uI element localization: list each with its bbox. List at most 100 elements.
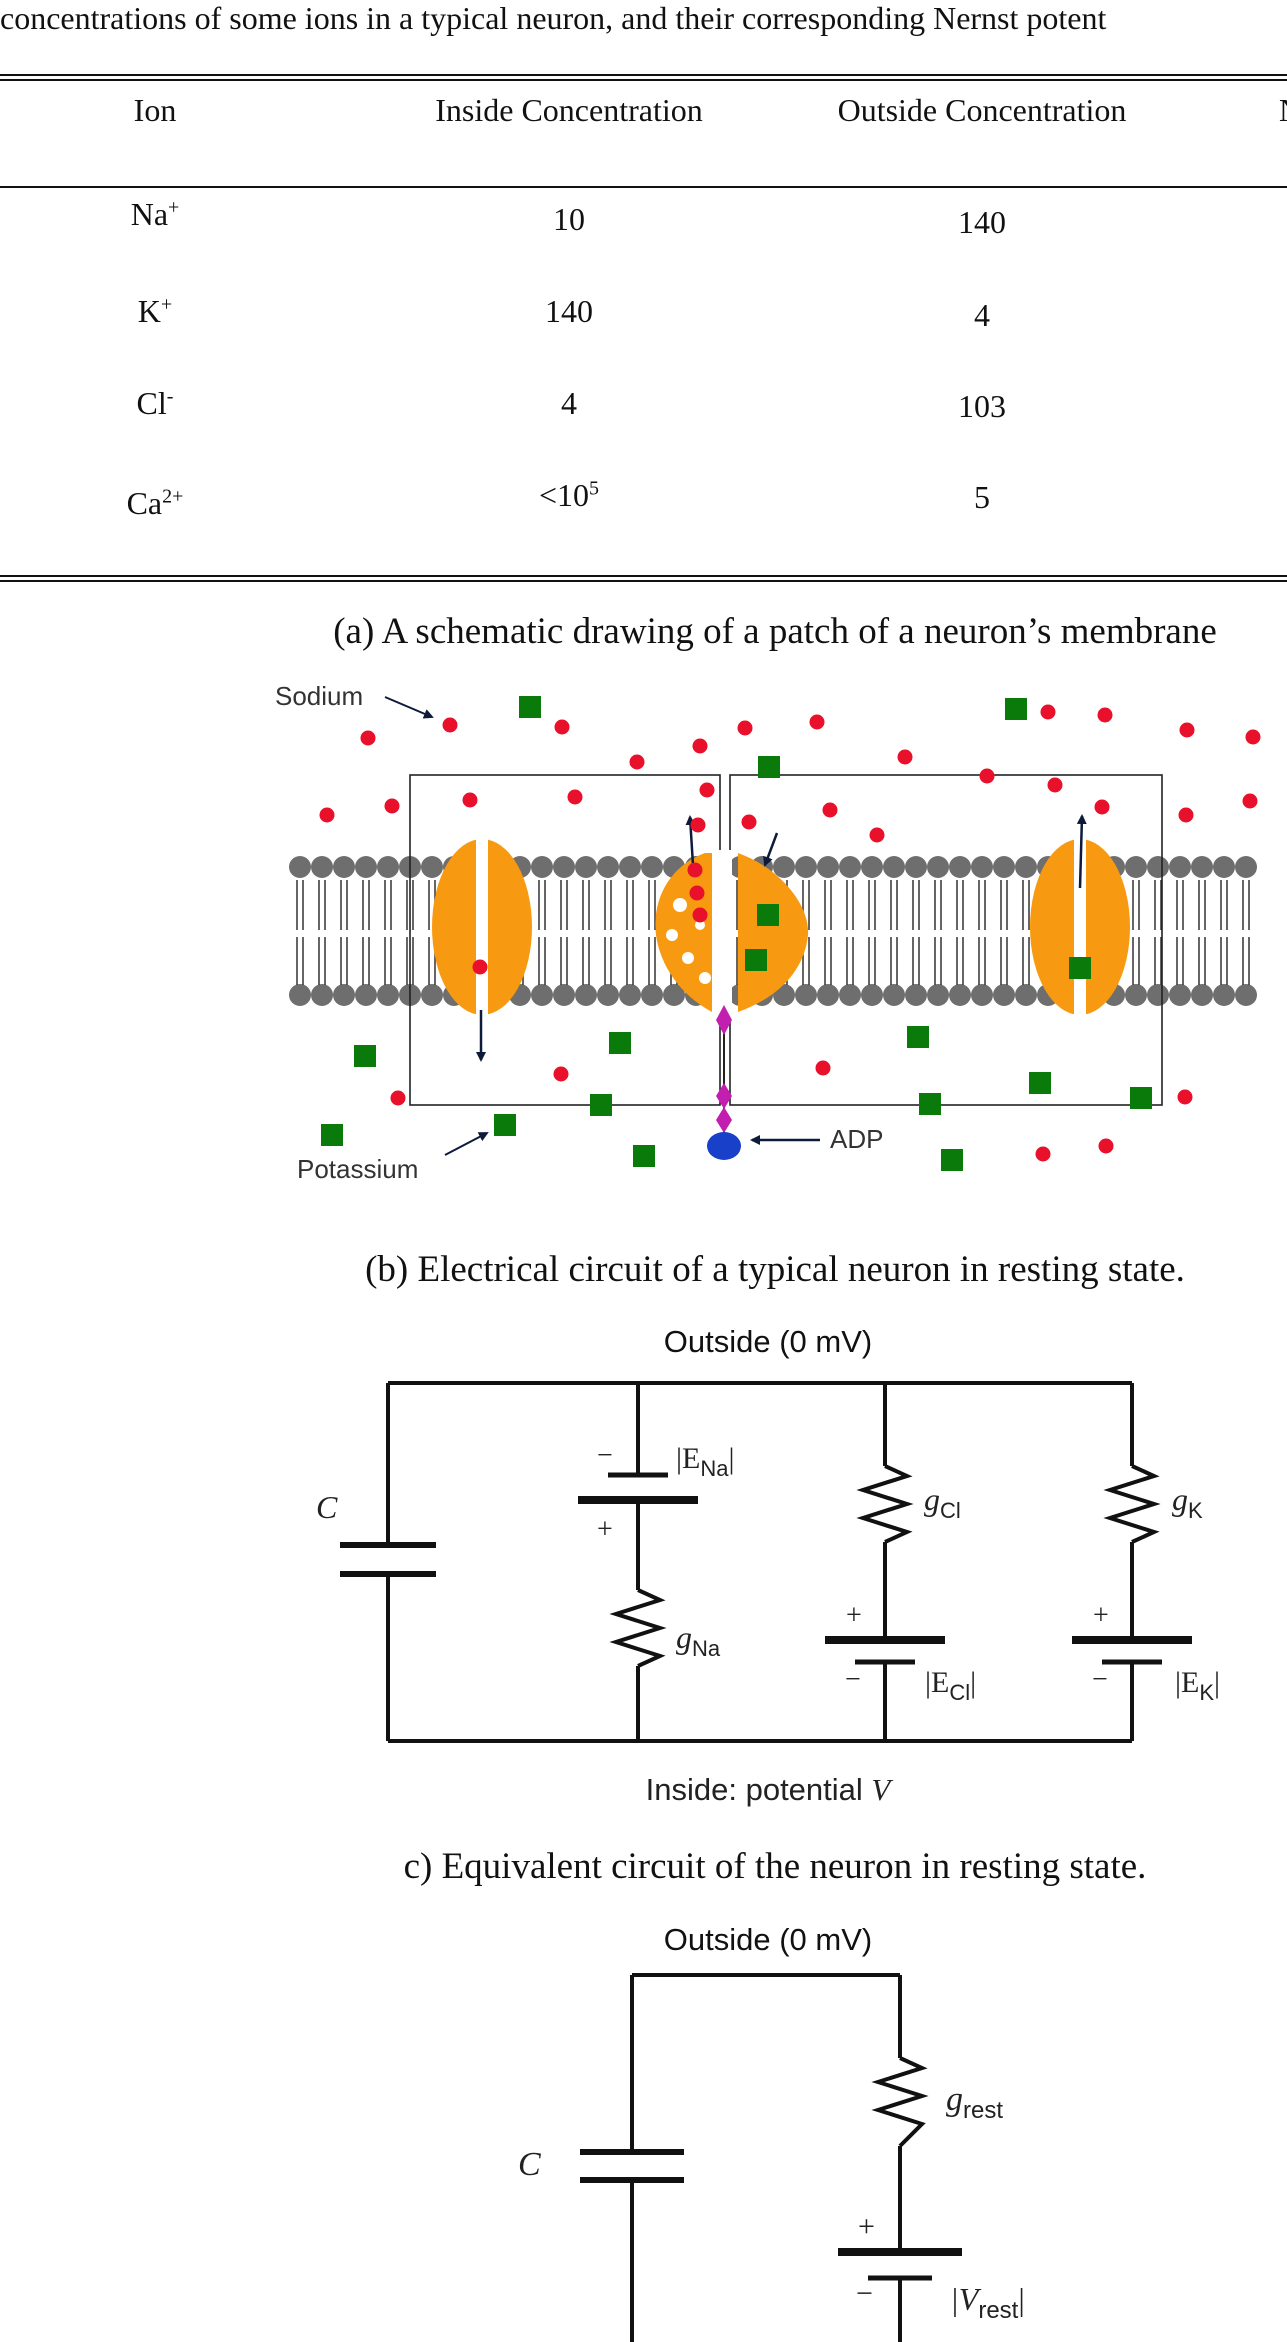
potassium-ion bbox=[609, 1032, 631, 1054]
battery-plus-sign: + bbox=[846, 1600, 862, 1631]
lipid-head bbox=[597, 856, 619, 878]
grest-label: grest bbox=[946, 2081, 1003, 2124]
header-nernst-partial: N bbox=[1279, 92, 1287, 129]
table-top-rule-double bbox=[0, 79, 1287, 81]
lipid-head bbox=[641, 984, 663, 1006]
sodium-ion bbox=[687, 862, 703, 878]
lipid-head bbox=[817, 856, 839, 878]
cell-ion: Na+ bbox=[130, 196, 180, 232]
lipid-head bbox=[553, 984, 575, 1006]
sodium-ion bbox=[629, 754, 645, 770]
lipid-head bbox=[1235, 984, 1257, 1006]
lipid-head bbox=[619, 856, 641, 878]
lipid-head bbox=[817, 984, 839, 1006]
inside-label: Inside: potential V bbox=[646, 1772, 894, 1807]
lipid-head bbox=[883, 984, 905, 1006]
figure-a-caption: (a) A schematic drawing of a patch of a … bbox=[333, 611, 1217, 652]
lipid-head bbox=[949, 984, 971, 1006]
potassium-ion bbox=[745, 949, 767, 971]
sodium-ion bbox=[869, 827, 885, 843]
sodium-ion bbox=[1040, 704, 1056, 720]
sodium-ion bbox=[1177, 1089, 1193, 1105]
lipid-head bbox=[377, 984, 399, 1006]
cell-inside: 4 bbox=[561, 385, 577, 421]
sodium-ion bbox=[1035, 1146, 1051, 1162]
lipid-head bbox=[1191, 856, 1213, 878]
lipid-head bbox=[311, 856, 333, 878]
outside-label: Outside (0 mV) bbox=[664, 1324, 872, 1359]
vrest-label: |Vrest| bbox=[950, 2281, 1025, 2324]
lipid-head bbox=[839, 856, 861, 878]
lipid-head bbox=[795, 856, 817, 878]
battery-minus-sign: − bbox=[1092, 1664, 1108, 1695]
outside-label: Outside (0 mV) bbox=[664, 1922, 872, 1957]
ek-label: |EK| bbox=[1175, 1666, 1220, 1705]
sodium-ion bbox=[567, 789, 583, 805]
sodium-ion bbox=[554, 719, 570, 735]
sodium-ion bbox=[390, 1090, 406, 1106]
capacitor bbox=[580, 1975, 684, 2342]
sodium-ion bbox=[472, 959, 488, 975]
lipid-head bbox=[597, 984, 619, 1006]
potassium-ion bbox=[1029, 1072, 1051, 1094]
potassium-ion bbox=[941, 1149, 963, 1171]
lipid-head bbox=[1169, 984, 1191, 1006]
battery-minus-sign: − bbox=[856, 2277, 873, 2310]
potassium-ion bbox=[321, 1124, 343, 1146]
table-bottom-rule-double bbox=[0, 580, 1287, 582]
lipid-head bbox=[377, 856, 399, 878]
chloride-branch bbox=[825, 1383, 945, 1741]
lipid-head bbox=[1125, 984, 1147, 1006]
battery-plus-sign: + bbox=[858, 2210, 875, 2243]
sodium-ion bbox=[1242, 793, 1258, 809]
lipid-head bbox=[949, 856, 971, 878]
sodium-label: Sodium bbox=[275, 681, 363, 711]
sodium-branch bbox=[578, 1383, 698, 1741]
sodium-ion bbox=[690, 817, 706, 833]
adp-molecule bbox=[707, 1132, 741, 1160]
lipid-head bbox=[1015, 856, 1037, 878]
lipid-head bbox=[355, 856, 377, 878]
cell-outside: 103 bbox=[958, 388, 1006, 424]
potassium-ion bbox=[757, 904, 779, 926]
capacitor bbox=[340, 1383, 436, 1741]
lipid-head bbox=[1169, 856, 1191, 878]
battery-plus-sign: + bbox=[1093, 1600, 1109, 1631]
potassium-ion bbox=[758, 756, 780, 778]
header-ion: Ion bbox=[133, 92, 177, 128]
battery-plus-sign: + bbox=[597, 1514, 613, 1545]
cell-outside: 140 bbox=[958, 204, 1006, 240]
lipid-head bbox=[993, 984, 1015, 1006]
ena-label: |ENa| bbox=[676, 1442, 734, 1481]
sodium-ion bbox=[319, 807, 335, 823]
cell-inside: <105 bbox=[538, 477, 600, 513]
gcl-label: gCl bbox=[924, 1481, 961, 1523]
sodium-ion bbox=[692, 738, 708, 754]
lipid-head bbox=[311, 984, 333, 1006]
capacitor-label: C bbox=[316, 1489, 338, 1525]
potassium-ion bbox=[519, 696, 541, 718]
sodium-label-arrow bbox=[384, 696, 434, 719]
table-header-rule bbox=[0, 186, 1287, 188]
sodium-ion bbox=[1245, 729, 1261, 745]
lipid-head bbox=[333, 856, 355, 878]
phosphate-marker bbox=[716, 1005, 732, 1035]
sodium-ion bbox=[442, 717, 458, 733]
lipid-head bbox=[421, 984, 443, 1006]
potassium-branch bbox=[1072, 1383, 1192, 1741]
cell-outside: 5 bbox=[974, 479, 990, 515]
sodium-ion bbox=[1097, 707, 1113, 723]
ecl-label: |ECl| bbox=[925, 1666, 976, 1705]
potassium-ion bbox=[590, 1094, 612, 1116]
flux-arrow bbox=[763, 832, 779, 867]
lipid-head bbox=[993, 856, 1015, 878]
lipid-head bbox=[1235, 856, 1257, 878]
lipid-head bbox=[663, 984, 685, 1006]
lipid-head bbox=[883, 856, 905, 878]
membrane-schematic: Sodium Potassium ADP bbox=[275, 681, 1261, 1184]
equivalent-circuit: Outside (0 mV) C + − grest |Vrest| bbox=[518, 1922, 1025, 2342]
lipid-head bbox=[619, 984, 641, 1006]
figure-c-caption: c) Equivalent circuit of the neuron in r… bbox=[403, 1846, 1147, 1887]
gk-label: gK bbox=[1172, 1481, 1203, 1523]
